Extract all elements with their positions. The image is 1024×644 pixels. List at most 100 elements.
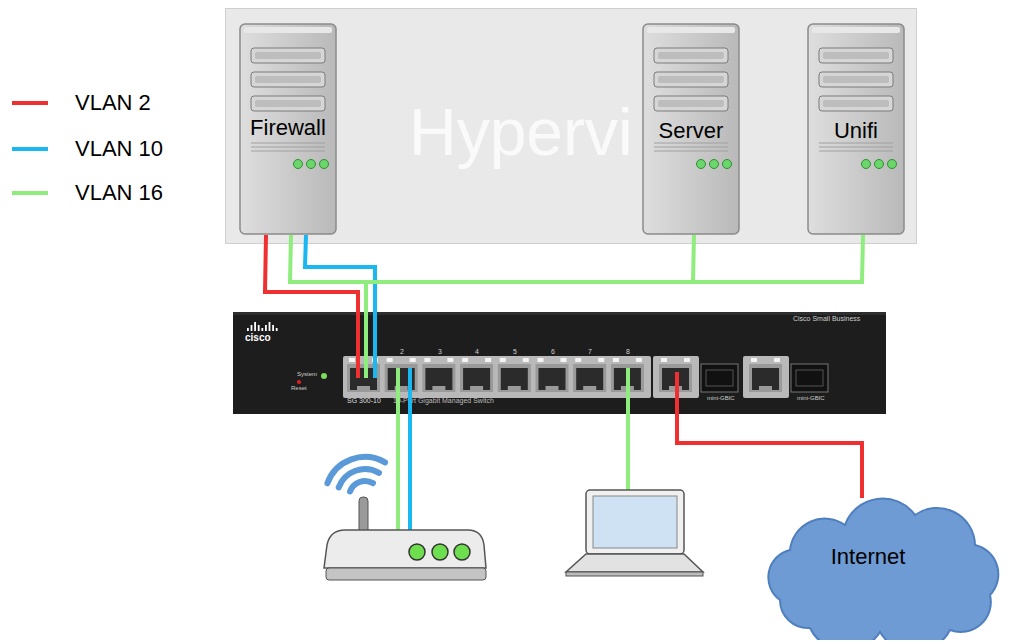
switch-chassis-part — [247, 328, 249, 331]
server-tower-part — [658, 52, 724, 59]
switch-chassis-part — [752, 368, 779, 390]
switch-chassis-part — [546, 386, 559, 390]
vlan-cable — [366, 235, 863, 312]
switch-chassis-part — [613, 358, 619, 362]
switch-chassis-part — [791, 364, 828, 392]
internet-cloud: Internet — [750, 490, 1008, 640]
server-tower-part — [251, 72, 325, 87]
switch-label: mini-GBIC — [707, 395, 735, 402]
server-tower-part — [255, 76, 321, 83]
wireless-router — [324, 457, 486, 580]
unifi-vm: Unifi — [807, 23, 905, 235]
switch-chassis-part — [501, 368, 528, 390]
switch-chassis-part — [536, 364, 569, 392]
switch-chassis-part — [561, 358, 567, 362]
wireless-router-part — [409, 544, 425, 560]
switch-chassis-part — [265, 325, 267, 331]
switch-chassis-part — [583, 386, 596, 390]
switch-chassis-part — [759, 386, 772, 390]
switch-chassis-part — [485, 358, 491, 362]
switch-chassis-part — [751, 358, 757, 362]
port-patch-wire-part — [408, 368, 412, 534]
wireless-router-part — [454, 544, 470, 560]
hypervisor-host: HyperviFirewallServerUnifi — [225, 8, 917, 244]
server-tower-part — [823, 76, 889, 83]
server-tower-part — [654, 96, 728, 111]
server-tower-part — [823, 100, 889, 107]
switch-chassis — [233, 312, 886, 414]
server-tower-part — [658, 100, 724, 107]
switch-chassis-part — [462, 358, 468, 362]
port-patch-wire-part — [373, 312, 377, 378]
firewall-vm: Firewall — [239, 23, 337, 235]
server-vm: Server — [642, 23, 740, 235]
port-number: 5 — [513, 348, 517, 356]
node-text: Server — [642, 118, 740, 144]
server-tower-part — [819, 72, 893, 87]
switch-label: Reset — [291, 385, 307, 392]
switch-chassis-part — [523, 358, 529, 362]
switch-chassis-part — [350, 368, 377, 390]
node-text: Cisco Small Business — [793, 315, 883, 323]
server-tower-part — [823, 52, 889, 59]
server-tower-part — [251, 147, 325, 148]
server-tower-part — [320, 160, 329, 169]
switch-chassis-part — [447, 358, 453, 362]
server-tower-part — [647, 27, 735, 33]
vlan-cable — [290, 235, 366, 312]
server-tower-part — [658, 76, 724, 83]
port-patch-wire-part — [626, 368, 630, 494]
server-tower-part — [255, 52, 321, 59]
server-tower-part — [251, 48, 325, 63]
node-text: Internet — [790, 544, 946, 570]
switch-chassis-part — [251, 325, 253, 331]
port-patch-wire-part — [364, 312, 368, 378]
server-tower-part — [888, 160, 897, 169]
wireless-router-part — [326, 568, 486, 580]
server-tower-part — [697, 160, 706, 169]
wireless-router-part — [432, 544, 448, 560]
legend: VLAN 2VLAN 10VLAN 16 — [0, 0, 220, 220]
switch-chassis-part — [254, 322, 256, 331]
legend-text: VLAN 10 — [75, 136, 163, 162]
server-tower-part — [812, 27, 900, 33]
port-patch-wire-part — [675, 372, 679, 414]
node-text: 10-Port Gigabit Managed Switch — [393, 397, 533, 405]
laptop-part — [566, 554, 703, 572]
laptop-part — [566, 572, 703, 576]
server-tower-part — [244, 27, 332, 33]
server-tower-part — [819, 96, 893, 111]
server-tower-part — [819, 147, 893, 148]
wireless-router-part — [339, 469, 379, 487]
port-number: 6 — [551, 348, 555, 356]
switch-chassis-part — [233, 312, 886, 315]
switch-chassis-part — [598, 358, 604, 362]
port-number: 2 — [400, 348, 404, 356]
port-patch-wire-part — [396, 368, 400, 534]
switch-chassis-part — [385, 364, 418, 392]
switch-label: System — [297, 371, 317, 378]
node-text: cisco — [245, 332, 285, 344]
switch-chassis-part — [463, 368, 490, 390]
switch-chassis-part — [297, 380, 301, 384]
cloud-shape-part — [768, 499, 998, 640]
switch-chassis-part — [684, 358, 690, 362]
server-tower-part — [251, 151, 325, 152]
switch-chassis-part — [498, 364, 531, 392]
server-tower-part — [654, 72, 728, 87]
server-tower-part — [240, 24, 336, 234]
port-number: 3 — [438, 348, 442, 356]
switch-chassis-part — [425, 368, 452, 390]
node-text: SG 300-10 — [347, 397, 389, 405]
switch-chassis-part — [269, 322, 271, 331]
wireless-router-part — [324, 530, 486, 568]
port-patch-wire-part — [356, 312, 360, 378]
legend-swatch — [12, 101, 48, 105]
network-switch: cisco Cisco Small Business SG 300-10 10-Por… — [233, 312, 886, 414]
switch-chassis-part — [349, 358, 355, 362]
switch-chassis-part — [743, 356, 789, 398]
legend-text: VLAN 2 — [75, 90, 151, 116]
